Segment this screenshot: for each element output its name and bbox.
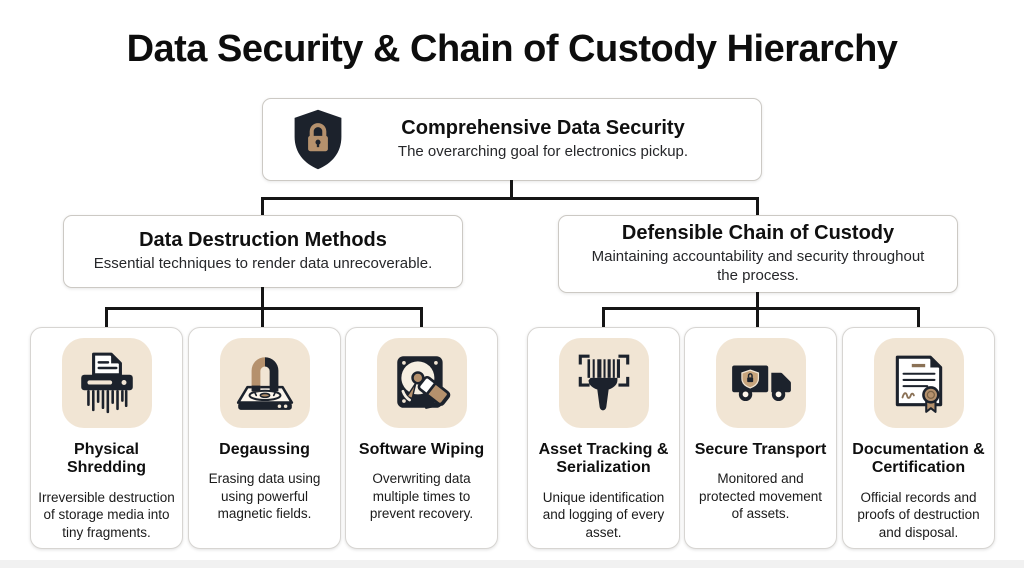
connector-leaf3-drop [420, 307, 423, 328]
root-text-block: Comprehensive Data Security The overarch… [347, 117, 761, 162]
barcode-scanner-icon [558, 338, 649, 428]
root-subtitle: The overarching goal for electronics pic… [397, 143, 689, 161]
branch-subtitle: Maintaining accountability and security … [591, 248, 925, 284]
branch-title: Data Destruction Methods [139, 229, 387, 252]
card-documentation-certification: Documentation & Certification Official r… [842, 327, 995, 549]
card-description: Official records and proofs of destructi… [857, 489, 980, 540]
card-asset-tracking-serialization: Asset Tracking & Serialization Unique id… [527, 327, 680, 549]
card-description: Monitored and protected movement of asse… [698, 471, 823, 522]
connector-right-center-stem [756, 292, 759, 328]
card-physical-shredding: Physical Shredding Irreversible destruct… [30, 327, 183, 549]
connector-root-stem [510, 180, 513, 200]
branch-title: Defensible Chain of Custody [621, 222, 895, 245]
card-title: Secure Transport [694, 441, 827, 458]
connector-leaf4-drop [602, 307, 605, 328]
card-title: Asset Tracking & Serialization [538, 441, 669, 477]
shield-lock-icon [289, 108, 347, 171]
connector-leaf1-drop [105, 307, 108, 328]
card-title: Software Wiping [358, 441, 485, 458]
certificate-seal-icon [873, 338, 964, 428]
connector-right-hbar [602, 307, 920, 310]
root-title: Comprehensive Data Security [401, 117, 685, 140]
card-description: Unique identification and logging of eve… [542, 489, 665, 540]
bottom-edge-band [0, 560, 1024, 568]
card-software-wiping: Software Wiping Overwriting data multipl… [345, 327, 498, 549]
branch-subtitle: Essential techniques to render data unre… [93, 255, 433, 273]
hdd-eraser-icon [376, 338, 467, 428]
card-title: Documentation & Certification [852, 441, 985, 477]
node-data-destruction-methods: Data Destruction Methods Essential techn… [63, 215, 463, 288]
page-title: Data Security & Chain of Custody Hierarc… [126, 28, 898, 70]
node-comprehensive-data-security: Comprehensive Data Security The overarch… [262, 98, 762, 181]
card-description: Overwriting data multiple times to preve… [369, 471, 474, 522]
connector-branch-left-drop [261, 197, 264, 216]
magnet-hdd-icon [219, 338, 310, 428]
secure-truck-icon [715, 338, 806, 428]
card-degaussing: Degaussing Erasing data using using powe… [188, 327, 341, 549]
shredder-icon [61, 338, 152, 428]
connector-branch-right-drop [756, 197, 759, 216]
card-title: Physical Shredding [66, 441, 147, 477]
card-description: Irreversible destruction of storage medi… [38, 489, 175, 540]
connector-leaf6-drop [917, 307, 920, 328]
connector-left-hbar [105, 307, 423, 310]
node-defensible-chain-of-custody: Defensible Chain of Custody Maintaining … [558, 215, 958, 293]
connector-level1-hbar [261, 197, 759, 200]
card-title: Degaussing [219, 441, 310, 458]
card-description: Erasing data using using powerful magnet… [208, 471, 321, 522]
card-secure-transport: Secure Transport Monitored and protected… [684, 327, 837, 549]
